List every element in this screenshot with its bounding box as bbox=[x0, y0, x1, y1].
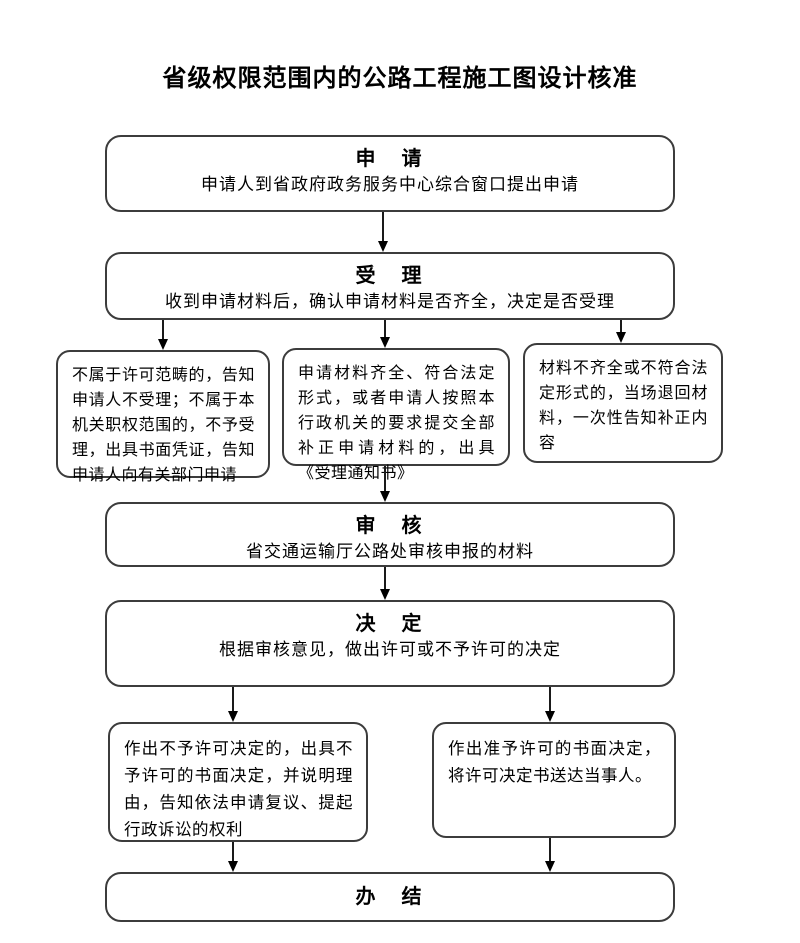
node-grant-decision-body: 作出准予许可的书面决定，将许可决定书送达当事人。 bbox=[448, 739, 661, 785]
page-title: 省级权限范围内的公路工程施工图设计核准 bbox=[162, 66, 638, 92]
node-review: 审 核 省交通运输厅公路处审核申报的材料 bbox=[105, 502, 675, 567]
node-review-heading: 审 核 bbox=[355, 515, 425, 537]
arrowhead-icon bbox=[544, 861, 555, 872]
node-branch-reject-body: 不属于许可范畴的，告知申请人不受理；不属于本机关职权范围的，不予受理，出具书面凭… bbox=[72, 367, 255, 484]
node-branch-supplement-body: 材料不齐全或不符合法定形式的，当场退回材料，一次性告知补正内容 bbox=[539, 360, 708, 452]
arrow-branch-to-review bbox=[379, 466, 391, 502]
arrowhead-icon bbox=[379, 337, 390, 348]
arrow-decide-to-deny bbox=[227, 687, 239, 722]
arrow-accept-to-branch-left bbox=[157, 320, 169, 350]
node-branch-reject: 不属于许可范畴的，告知申请人不受理；不属于本机关职权范围的，不予受理，出具书面凭… bbox=[56, 350, 270, 484]
arrowhead-icon bbox=[157, 339, 168, 350]
node-deny-decision-body: 作出不予许可决定的，出具不予许可的书面决定，并说明理由，告知依法申请复议、提起行… bbox=[124, 739, 353, 839]
arrowhead-icon bbox=[377, 241, 388, 252]
node-apply-heading: 申 请 bbox=[355, 148, 425, 170]
arrow-review-to-decide bbox=[379, 567, 391, 600]
node-branch-accepted: 申请材料齐全、符合法定形式，或者申请人按照本行政机关的要求提交全部补正申请材料的… bbox=[282, 348, 510, 482]
arrowhead-icon bbox=[227, 861, 238, 872]
node-decide-heading: 决 定 bbox=[355, 613, 425, 635]
arrowhead-icon bbox=[227, 711, 238, 722]
arrowhead-icon bbox=[544, 711, 555, 722]
node-decide: 决 定 根据审核意见，做出许可或不予许可的决定 bbox=[105, 600, 675, 687]
arrow-accept-to-branch-right bbox=[615, 320, 627, 343]
node-branch-accepted-body: 申请材料齐全、符合法定形式，或者申请人按照本行政机关的要求提交全部补正申请材料的… bbox=[298, 365, 495, 482]
arrow-decide-to-grant bbox=[544, 687, 556, 722]
node-branch-supplement: 材料不齐全或不符合法定形式的，当场退回材料，一次性告知补正内容 bbox=[523, 343, 723, 463]
node-apply-body: 申请人到省政府政务服务中心综合窗口提出申请 bbox=[201, 175, 579, 194]
arrow-deny-to-finish bbox=[227, 842, 239, 872]
arrow-grant-to-finish bbox=[544, 838, 556, 872]
node-finish-heading: 办 结 bbox=[355, 886, 425, 908]
arrowhead-icon bbox=[379, 589, 390, 600]
node-accept-heading: 受 理 bbox=[355, 265, 425, 287]
arrow-accept-to-branch-middle bbox=[379, 320, 391, 348]
node-decide-body: 根据审核意见，做出许可或不予许可的决定 bbox=[219, 640, 561, 659]
node-review-body: 省交通运输厅公路处审核申报的材料 bbox=[246, 542, 534, 561]
node-accept: 受 理 收到申请材料后，确认申请材料是否齐全，决定是否受理 bbox=[105, 252, 675, 320]
node-deny-decision: 作出不予许可决定的，出具不予许可的书面决定，并说明理由，告知依法申请复议、提起行… bbox=[108, 722, 368, 842]
arrowhead-icon bbox=[379, 491, 390, 502]
node-apply: 申 请 申请人到省政府政务服务中心综合窗口提出申请 bbox=[105, 135, 675, 212]
node-finish: 办 结 bbox=[105, 872, 675, 922]
arrow-apply-to-accept bbox=[377, 212, 389, 252]
node-accept-body: 收到申请材料后，确认申请材料是否齐全，决定是否受理 bbox=[165, 292, 615, 311]
node-grant-decision: 作出准予许可的书面决定，将许可决定书送达当事人。 bbox=[432, 722, 676, 838]
arrowhead-icon bbox=[615, 332, 626, 343]
